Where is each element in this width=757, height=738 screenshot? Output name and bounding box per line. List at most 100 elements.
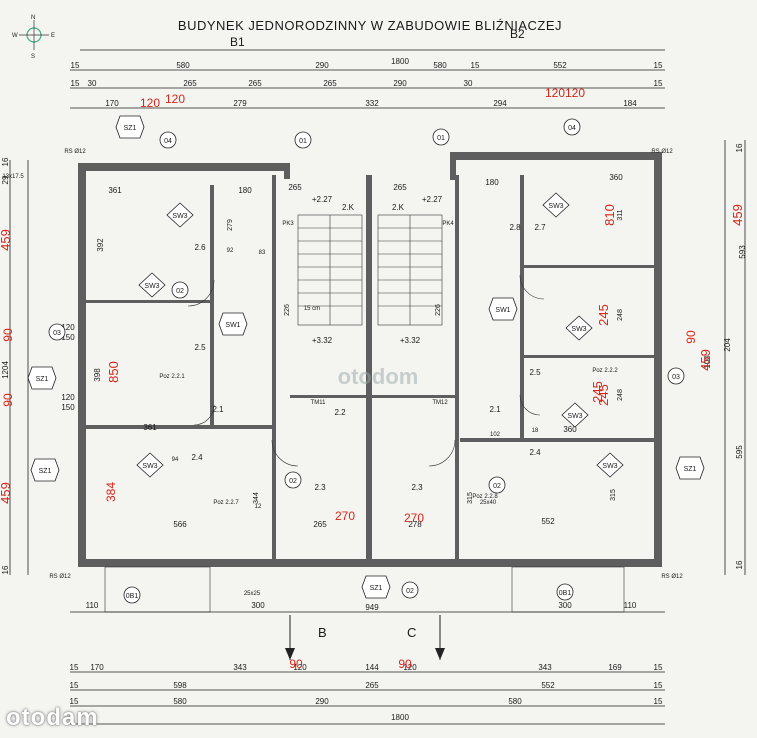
room-area: 2.5 — [194, 343, 206, 352]
svg-text:03: 03 — [53, 330, 61, 337]
top-dim: 294 — [493, 99, 507, 108]
right-dim: 593 — [738, 245, 747, 259]
red-annotation: 90 — [684, 330, 698, 344]
svg-text:SW3: SW3 — [144, 283, 159, 290]
right-dim: 595 — [735, 445, 744, 459]
top-dim: 15 — [71, 79, 80, 88]
plan-symbol: SW1 — [218, 312, 248, 336]
top-dim: 170 — [105, 99, 119, 108]
segment-b1: B1 — [230, 35, 245, 49]
room-area: 300 — [251, 601, 265, 610]
door-swings — [187, 274, 545, 467]
svg-text:02: 02 — [289, 478, 297, 485]
plan-symbol: 0B1 — [123, 586, 141, 604]
room-area: 344 — [253, 492, 260, 504]
bottom-dim: 580 — [173, 697, 187, 706]
bottom-dim: 120 — [293, 663, 307, 672]
room-area: 180 — [238, 186, 252, 195]
room-area: 315 — [467, 492, 474, 504]
misc-label: 15 cm — [304, 306, 320, 312]
left-dim: 150 — [61, 403, 75, 412]
svg-text:01: 01 — [437, 135, 445, 142]
compass-n: N — [31, 15, 35, 21]
red-annotation: 459 — [0, 229, 13, 251]
svg-text:SW3: SW3 — [142, 463, 157, 470]
misc-label: 83 — [259, 250, 266, 256]
room-area: 2.5 — [529, 368, 541, 377]
misc-label: Poz 2.2.8 — [472, 494, 498, 500]
plan-symbol: SZ1 — [361, 575, 391, 599]
red-annotation: 459 — [730, 204, 745, 226]
top-dim: 580 — [433, 61, 447, 70]
level-marks: +2.27+2.27+3.32+3.32 — [312, 195, 443, 345]
red-annotation: 90 — [1, 393, 15, 407]
plan-symbol: 03 — [48, 323, 66, 341]
svg-text:SZ1: SZ1 — [36, 376, 49, 383]
right-dim: 100 — [703, 355, 712, 369]
misc-label: RS Ø12 — [651, 149, 673, 155]
left-dim: 120 — [61, 393, 75, 402]
bottom-dim: 15 — [654, 681, 663, 690]
svg-text:C: C — [407, 625, 416, 640]
plan-symbol: SW3 — [561, 402, 589, 428]
svg-text:TM12: TM12 — [432, 400, 448, 406]
room-area: 265 — [288, 183, 302, 192]
svg-text:01: 01 — [299, 138, 307, 145]
plan-symbol: SW3 — [138, 272, 166, 298]
top-dim: 30 — [464, 79, 473, 88]
side-dimension-lines — [9, 140, 746, 575]
plan-symbol: TM12 — [432, 400, 448, 406]
svg-text:SW3: SW3 — [548, 203, 563, 210]
misc-label: RS Ø12 — [49, 574, 71, 580]
left-dim: 16 — [1, 157, 10, 166]
staircase-right — [377, 214, 443, 326]
left-dim: 1204 — [1, 361, 10, 379]
compass-icon: N S E W — [12, 15, 55, 60]
room-area: 361 — [143, 423, 157, 432]
bottom-dim: 290 — [315, 697, 329, 706]
svg-text:0B1: 0B1 — [126, 593, 139, 600]
misc-label: Poz 2.2.1 — [159, 374, 185, 380]
red-annotation: 850 — [106, 361, 121, 383]
compass-w: W — [12, 33, 18, 39]
level-mark: +2.27 — [312, 195, 333, 204]
svg-text:SW1: SW1 — [225, 322, 240, 329]
level-mark: +3.32 — [400, 336, 421, 345]
room-area: 392 — [96, 238, 105, 252]
svg-text:SZ1: SZ1 — [684, 466, 697, 473]
svg-text:PK4: PK4 — [442, 221, 454, 227]
top-dim: 184 — [623, 99, 637, 108]
bottom-dim: 169 — [608, 663, 622, 672]
top-dim: 265 — [323, 79, 337, 88]
plan-symbol: 04 — [159, 131, 177, 149]
right-dim: 16 — [735, 560, 744, 569]
svg-text:SW1: SW1 — [495, 307, 510, 314]
plan-symbol: SW3 — [166, 202, 194, 228]
room-area: 2.8 — [509, 223, 521, 232]
bottom-dim: 144 — [365, 663, 379, 672]
red-annotation: 90 — [289, 657, 303, 671]
red-annotation: 270 — [404, 511, 424, 525]
compass-e: E — [51, 33, 55, 39]
bottom-dim: 265 — [365, 681, 379, 690]
top-dim: 580 — [176, 61, 190, 70]
bottom-dim: 15 — [654, 663, 663, 672]
svg-text:B: B — [318, 625, 327, 640]
left-dim: 398 — [93, 368, 102, 382]
room-area: 2.4 — [529, 448, 541, 457]
plan-symbol: PK3 — [282, 221, 294, 227]
red-annotation: 120 — [140, 96, 160, 110]
svg-text:SZ1: SZ1 — [39, 468, 52, 475]
bottom-dim: 15 — [70, 697, 79, 706]
room-area: 2.3 — [314, 483, 326, 492]
room-area: 360 — [563, 425, 577, 434]
bottom-dim: 580 — [508, 697, 522, 706]
top-dim: 15 — [654, 61, 663, 70]
